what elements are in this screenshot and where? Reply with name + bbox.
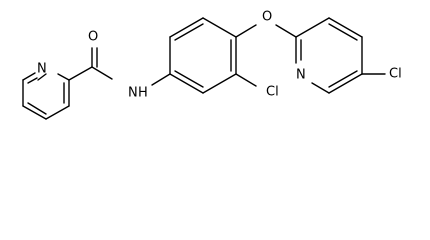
bond	[328, 17, 363, 38]
bond	[45, 105, 70, 120]
bond	[275, 24, 297, 38]
bond	[27, 102, 47, 115]
bond	[22, 105, 47, 120]
central-benzene-ring	[169, 17, 257, 94]
atom-label-n-pyridine-left: N	[37, 62, 47, 77]
bond	[27, 77, 38, 84]
bond	[37, 73, 47, 81]
bond	[174, 70, 204, 88]
bond	[202, 73, 237, 94]
molecule-canvas: O N N H O Cl N Cl	[22, 10, 402, 120]
atom-label-o-carbonyl: O	[88, 30, 98, 45]
bond	[295, 17, 330, 38]
atom-labels: O N N H O Cl N Cl	[37, 10, 402, 101]
bond	[151, 73, 171, 86]
bond	[68, 66, 93, 81]
bond	[328, 70, 358, 88]
bond	[57, 73, 70, 81]
bond	[91, 66, 113, 80]
atom-label-cl-pyridine: Cl	[389, 67, 402, 82]
bond	[202, 17, 237, 38]
bond	[22, 72, 36, 81]
bond	[328, 73, 363, 94]
atom-label-n-amide: N	[128, 86, 138, 101]
chemical-structure-diagram: O N N H O Cl N Cl	[22, 10, 402, 120]
right-pyridine-ring	[275, 17, 386, 94]
bond	[235, 24, 257, 38]
atom-label-cl-ring: Cl	[266, 85, 279, 100]
left-pyridine-ring	[22, 72, 70, 120]
bond	[174, 23, 204, 41]
bond	[328, 23, 358, 41]
amide-group	[68, 47, 171, 86]
bond	[311, 82, 330, 94]
bond	[235, 73, 257, 87]
atom-label-n-pyridine-right: N	[296, 68, 306, 83]
atom-label-o-ether: O	[262, 10, 272, 25]
bond	[169, 73, 204, 94]
bond	[169, 17, 204, 38]
atom-label-h-amide: H	[138, 86, 148, 101]
